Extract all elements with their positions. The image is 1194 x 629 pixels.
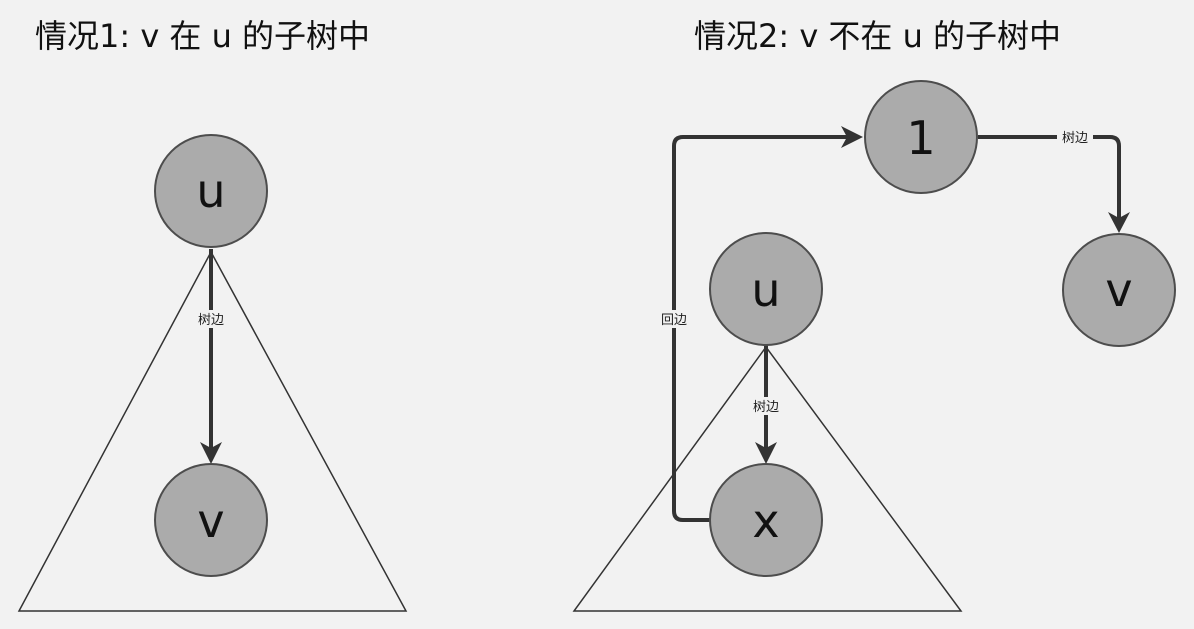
case2-node-u-circle: [709, 232, 823, 346]
case1-node-v: v: [154, 463, 268, 577]
case1-panel: 情况1: v 在 u 的子树中 树边 u v: [17, 17, 408, 612]
case1-tree-edge-arrowhead: [200, 442, 222, 464]
case2-back-edge: 回边: [656, 126, 863, 522]
case1-tree-edge: 树边: [193, 249, 229, 464]
case2-node-v-circle: [1062, 233, 1176, 347]
case2-tree-edge-1-v: 树边: [978, 128, 1130, 233]
case1-subtree-triangle: [17, 250, 408, 612]
case1-node-u-label: u: [196, 164, 225, 218]
case2-tree-edge-1-v-arrowhead: [1108, 212, 1130, 233]
case2-node-u-label: u: [751, 263, 780, 317]
case2-back-edge-line: [672, 135, 854, 522]
case2-back-edge-label-bg: [656, 310, 692, 328]
case2-title: 情况2: v 不在 u 的子树中: [694, 17, 1061, 55]
case1-node-v-circle: [154, 463, 268, 577]
case1-node-v-label: v: [197, 494, 224, 548]
case2-node-v-label: v: [1105, 263, 1132, 317]
case2-node-u: u: [709, 232, 823, 346]
case1-node-u-circle: [154, 134, 268, 248]
case1-tree-edge-label: 树边: [198, 313, 224, 328]
case2-tree-edge-1-v-label: 树边: [1062, 131, 1088, 146]
case2-panel: 情况2: v 不在 u 的子树中 回边 树边 树边 1: [572, 17, 1176, 612]
case2-node-x-circle: [709, 463, 823, 577]
case2-tree-edge-1-v-label-bg: [1057, 128, 1093, 146]
case2-node-v: v: [1062, 233, 1176, 347]
case2-tree-edge-1-v-line: [978, 135, 1121, 222]
case1-title: 情况1: v 在 u 的子树中: [35, 17, 370, 55]
case2-tree-edge-u-x-label: 树边: [753, 400, 779, 415]
case2-back-edge-label: 回边: [661, 313, 687, 328]
case1-node-u: u: [154, 134, 268, 248]
case2-node-1-label: 1: [906, 111, 935, 165]
case2-back-edge-arrowhead: [841, 126, 863, 148]
case2-tree-edge-u-x-label-bg: [748, 397, 784, 415]
case2-node-1: 1: [864, 80, 978, 194]
case2-node-x: x: [709, 463, 823, 577]
case2-node-1-circle: [864, 80, 978, 194]
case1-tree-edge-label-bg: [193, 310, 229, 328]
case2-tree-edge-u-x: 树边: [748, 345, 784, 464]
case2-tree-edge-u-x-arrowhead: [755, 442, 777, 464]
case2-subtree-triangle: [572, 345, 963, 612]
case2-node-x-label: x: [752, 494, 779, 548]
